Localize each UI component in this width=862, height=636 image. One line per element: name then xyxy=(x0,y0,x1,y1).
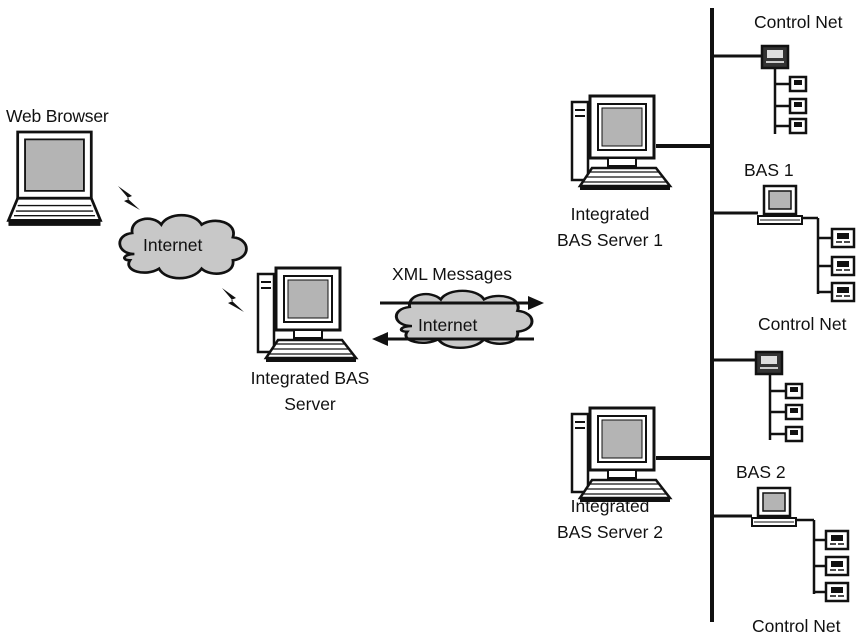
integrated-bas-server-icon xyxy=(256,266,358,364)
controller-icon xyxy=(824,529,850,551)
controller-icon xyxy=(830,281,856,303)
io-module-icon xyxy=(788,97,808,115)
bas-1-workstation-icon xyxy=(756,184,804,226)
control-net-top-label: Control Net xyxy=(754,12,843,32)
integrated-bas-server-label: Integrated BAS xyxy=(251,368,370,388)
integrated-bas-server-1-icon xyxy=(570,94,672,192)
bas-2-workstation-icon xyxy=(750,486,798,528)
controller-icon xyxy=(824,555,850,577)
io-module-icon xyxy=(784,403,804,421)
server-2-label-2: BAS Server 2 xyxy=(557,522,663,542)
integrated-bas-server-2-icon xyxy=(570,406,672,504)
io-module-icon xyxy=(788,117,808,135)
controller-icon xyxy=(824,581,850,603)
lightning-bolt-icon xyxy=(222,288,244,312)
laptop-icon xyxy=(7,130,102,228)
controller-icon xyxy=(830,227,856,249)
integrated-bas-server-label-2: Server xyxy=(284,394,336,414)
internet-label: Internet xyxy=(143,235,202,255)
io-module-icon xyxy=(788,75,808,93)
web-browser-label: Web Browser xyxy=(6,106,109,126)
lightning-bolt-icon xyxy=(118,186,140,210)
arrow-left-icon xyxy=(372,332,534,346)
internet-label: Internet xyxy=(418,315,477,335)
controller-icon xyxy=(830,255,856,277)
controller-icon xyxy=(754,350,784,376)
server-2-label: Integrated xyxy=(571,496,650,516)
arrow-right-icon xyxy=(380,296,544,310)
bas-1-label: BAS 1 xyxy=(744,160,794,180)
server-1-label-2: BAS Server 1 xyxy=(557,230,663,250)
controller-icon xyxy=(760,44,790,70)
control-net-bottom-label: Control Net xyxy=(752,616,841,636)
io-module-icon xyxy=(784,382,804,400)
server-1-label: Integrated xyxy=(571,204,650,224)
io-module-icon xyxy=(784,425,804,443)
xml-messages-label: XML Messages xyxy=(392,264,512,284)
bas-2-label: BAS 2 xyxy=(736,462,786,482)
control-net-mid-label: Control Net xyxy=(758,314,847,334)
